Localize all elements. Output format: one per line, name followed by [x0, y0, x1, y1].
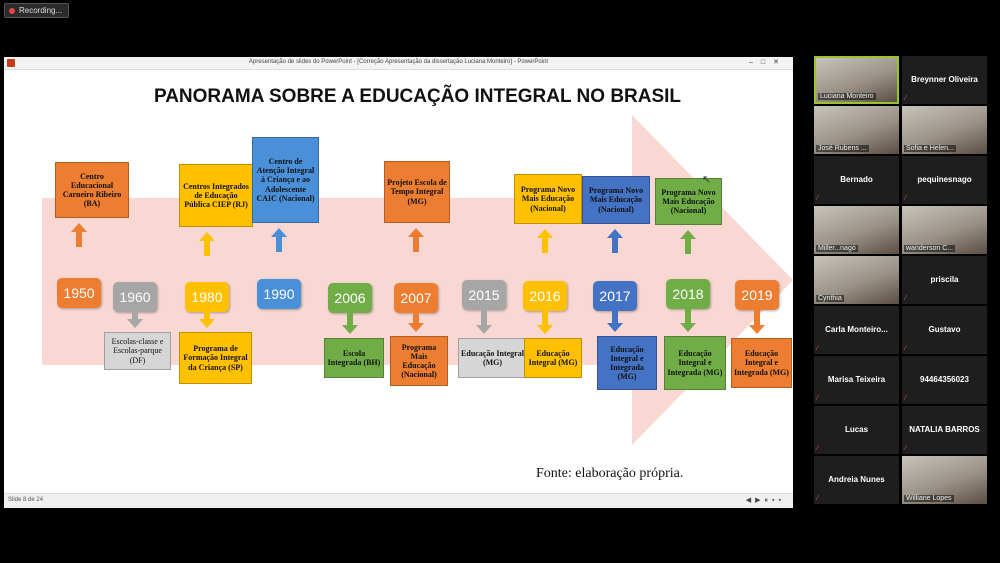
participant-name: Carla Monteiro...	[825, 325, 888, 334]
milestone-bottom-2017: Educação Integral e Integrada (MG)	[597, 336, 657, 390]
participant-tile[interactable]: Bernado ⁄	[814, 156, 899, 204]
milestone-bottom-2016: Educação Integral (MG)	[524, 338, 582, 378]
powerpoint-icon	[7, 59, 15, 67]
year-2018: 2018	[666, 279, 710, 309]
status-bar: Slide 8 de 24 ◀▶⏸▪▪	[4, 493, 793, 508]
milestone-bottom-1980: Programa de Formação Integral da Criança…	[179, 332, 252, 384]
participant-name: 94464356023	[920, 375, 969, 384]
participant-name: Williane Lopes	[904, 495, 954, 502]
milestone-bottom-1960: Escolas-classe e Escolas-parque (DF)	[104, 332, 171, 370]
participant-tile[interactable]: priscila ⁄	[902, 256, 987, 304]
year-2006: 2006	[328, 283, 372, 313]
participant-tile[interactable]: Gustavo ⁄	[902, 306, 987, 354]
recording-label: Recording...	[19, 6, 63, 15]
year-1990: 1990	[257, 279, 301, 309]
muted-mic-icon: ⁄	[817, 395, 819, 402]
participant-tile[interactable]: Andreia Nunes ⁄	[814, 456, 899, 504]
milestone-bottom-2018: Educação Integral e Integrada (MG)	[664, 336, 726, 390]
year-2017: 2017	[593, 281, 637, 311]
milestone-bottom-2015: Educação Integral (MG)	[458, 338, 527, 378]
participant-tile[interactable]: pequinesnago ⁄	[902, 156, 987, 204]
participant-name: pequinesnago	[917, 175, 972, 184]
participants-panel: Luciana Monteiro Breynner Oliveira ⁄ José R…	[813, 56, 1000, 507]
milestone-top-1990: Centro de Atenção Integral à Criança e a…	[252, 137, 319, 223]
milestone-bottom-2019: Educação Integral e Integrada (MG)	[731, 338, 792, 388]
participant-tile[interactable]: Luciana Monteiro	[814, 56, 899, 104]
participant-tile[interactable]: Williane Lopes	[902, 456, 987, 504]
participant-tile[interactable]: José Rubens ...	[814, 106, 899, 154]
milestone-top-1980: Centros Integrados de Educação Pública C…	[179, 164, 253, 227]
participant-name: NATALIA BARROS	[909, 425, 980, 434]
participant-tile[interactable]: wanderson C...	[902, 206, 987, 254]
participant-name: Lucas	[844, 425, 869, 434]
mouse-cursor-icon: ↖	[702, 174, 712, 186]
muted-mic-icon: ⁄	[905, 95, 907, 102]
participant-name: Luciana Monteiro	[818, 93, 876, 100]
participant-tile[interactable]: 94464356023 ⁄	[902, 356, 987, 404]
participant-name: Andreia Nunes	[828, 475, 885, 484]
participant-name: Miller...nagó	[816, 245, 858, 252]
participant-name: Cynthia	[816, 295, 844, 302]
participant-name: Breynner Oliveira	[911, 75, 978, 84]
year-2016: 2016	[523, 281, 567, 311]
window-title: Apresentação de slides do PowerPoint - […	[248, 59, 549, 65]
participant-name: Bernado	[840, 175, 873, 184]
muted-mic-icon: ⁄	[817, 345, 819, 352]
muted-mic-icon: ⁄	[905, 345, 907, 352]
participant-tile[interactable]: Breynner Oliveira ⁄	[902, 56, 987, 104]
milestone-top-1950: Centro Educacional Carneiro Ribeiro (BA)	[55, 162, 129, 218]
participant-name: Sofia e Helen...	[904, 145, 956, 152]
milestone-top-2016: Programa Novo Mais Educação (Nacional)	[514, 174, 582, 224]
muted-mic-icon: ⁄	[905, 295, 907, 302]
participant-name: Marisa Teixeira	[827, 375, 886, 384]
muted-mic-icon: ⁄	[905, 445, 907, 452]
year-1950: 1950	[57, 278, 101, 308]
muted-mic-icon: ⁄	[905, 395, 907, 402]
milestone-top-2018: Programa Novo Mais Educação (Nacional)	[655, 178, 722, 225]
participant-name: José Rubens ...	[816, 145, 869, 152]
participant-name: priscila	[930, 275, 959, 284]
participant-tile[interactable]: Marisa Teixeira ⁄	[814, 356, 899, 404]
muted-mic-icon: ⁄	[817, 445, 819, 452]
participant-name: wanderson C...	[904, 245, 956, 252]
slide-source: Fonte: elaboração própria.	[536, 466, 684, 481]
year-2015: 2015	[462, 280, 506, 310]
slideshow-controls[interactable]: ◀▶⏸▪▪	[745, 497, 785, 504]
muted-mic-icon: ⁄	[817, 495, 819, 502]
powerpoint-window: Apresentação de slides do PowerPoint - […	[4, 57, 793, 508]
muted-mic-icon: ⁄	[817, 195, 819, 202]
recording-indicator[interactable]: Recording...	[4, 3, 69, 18]
window-titlebar: Apresentação de slides do PowerPoint - […	[4, 57, 793, 70]
slide-title: PANORAMA SOBRE A EDUCAÇÃO INTEGRAL NO BR…	[153, 86, 682, 107]
window-controls[interactable]: –□✕	[749, 59, 787, 66]
slide-counter: Slide 8 de 24	[8, 497, 44, 503]
year-2019: 2019	[735, 280, 779, 310]
participant-tile[interactable]: Cynthia	[814, 256, 899, 304]
slide: PANORAMA SOBRE A EDUCAÇÃO INTEGRAL NO BR…	[42, 70, 793, 493]
participant-tile[interactable]: Sofia e Helen...	[902, 106, 987, 154]
participant-tile[interactable]: Lucas ⁄	[814, 406, 899, 454]
muted-mic-icon: ⁄	[905, 195, 907, 202]
milestone-bottom-2006: Escola Integrada (BH)	[324, 338, 384, 378]
participant-name: Gustavo	[928, 325, 961, 334]
milestone-top-2007: Projeto Escola de Tempo Integral (MG)	[384, 161, 450, 223]
milestone-top-2017: Programa Novo Mais Educação (Nacional)	[582, 176, 650, 224]
participant-tile[interactable]: NATALIA BARROS ⁄	[902, 406, 987, 454]
record-icon	[9, 7, 15, 14]
participant-tile[interactable]: Carla Monteiro... ⁄	[814, 306, 899, 354]
participant-tile[interactable]: Miller...nagó	[814, 206, 899, 254]
milestone-bottom-2007: Programa Mais Educação (Nacional)	[390, 336, 448, 386]
